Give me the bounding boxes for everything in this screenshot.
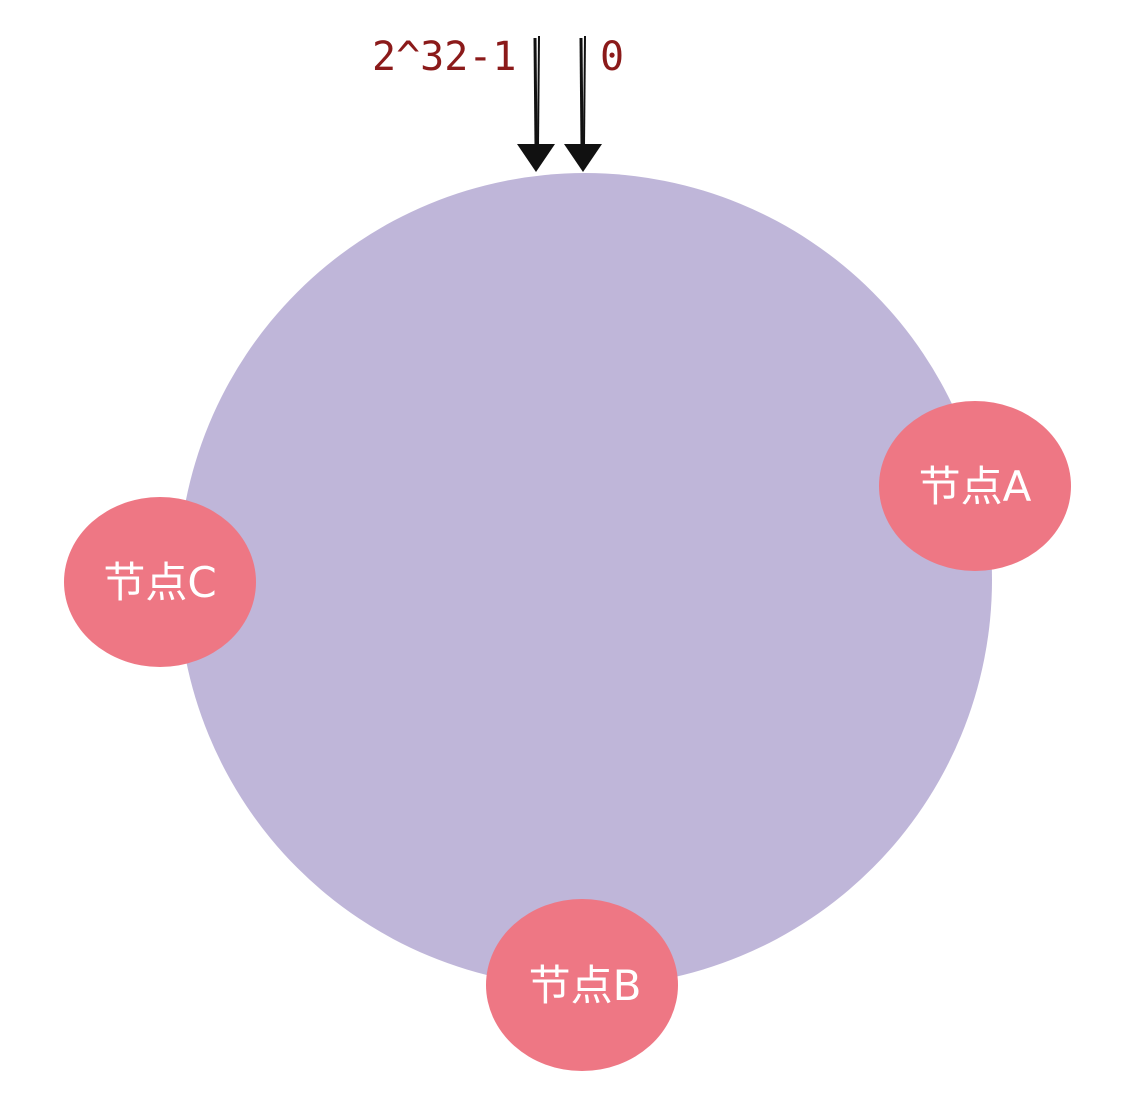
node-a-label: 节点A: [919, 462, 1032, 511]
arrow-max: [517, 35, 555, 172]
node-b: 节点B: [486, 899, 678, 1071]
hash-ring: [178, 173, 992, 987]
node-c-label: 节点C: [103, 558, 216, 607]
arrow-zero: [564, 35, 602, 172]
label-zero: 0: [600, 34, 624, 80]
label-max-hash: 2^32-1: [372, 34, 517, 80]
node-a: 节点A: [879, 401, 1071, 571]
node-c: 节点C: [64, 497, 256, 667]
node-b-label: 节点B: [529, 961, 642, 1010]
